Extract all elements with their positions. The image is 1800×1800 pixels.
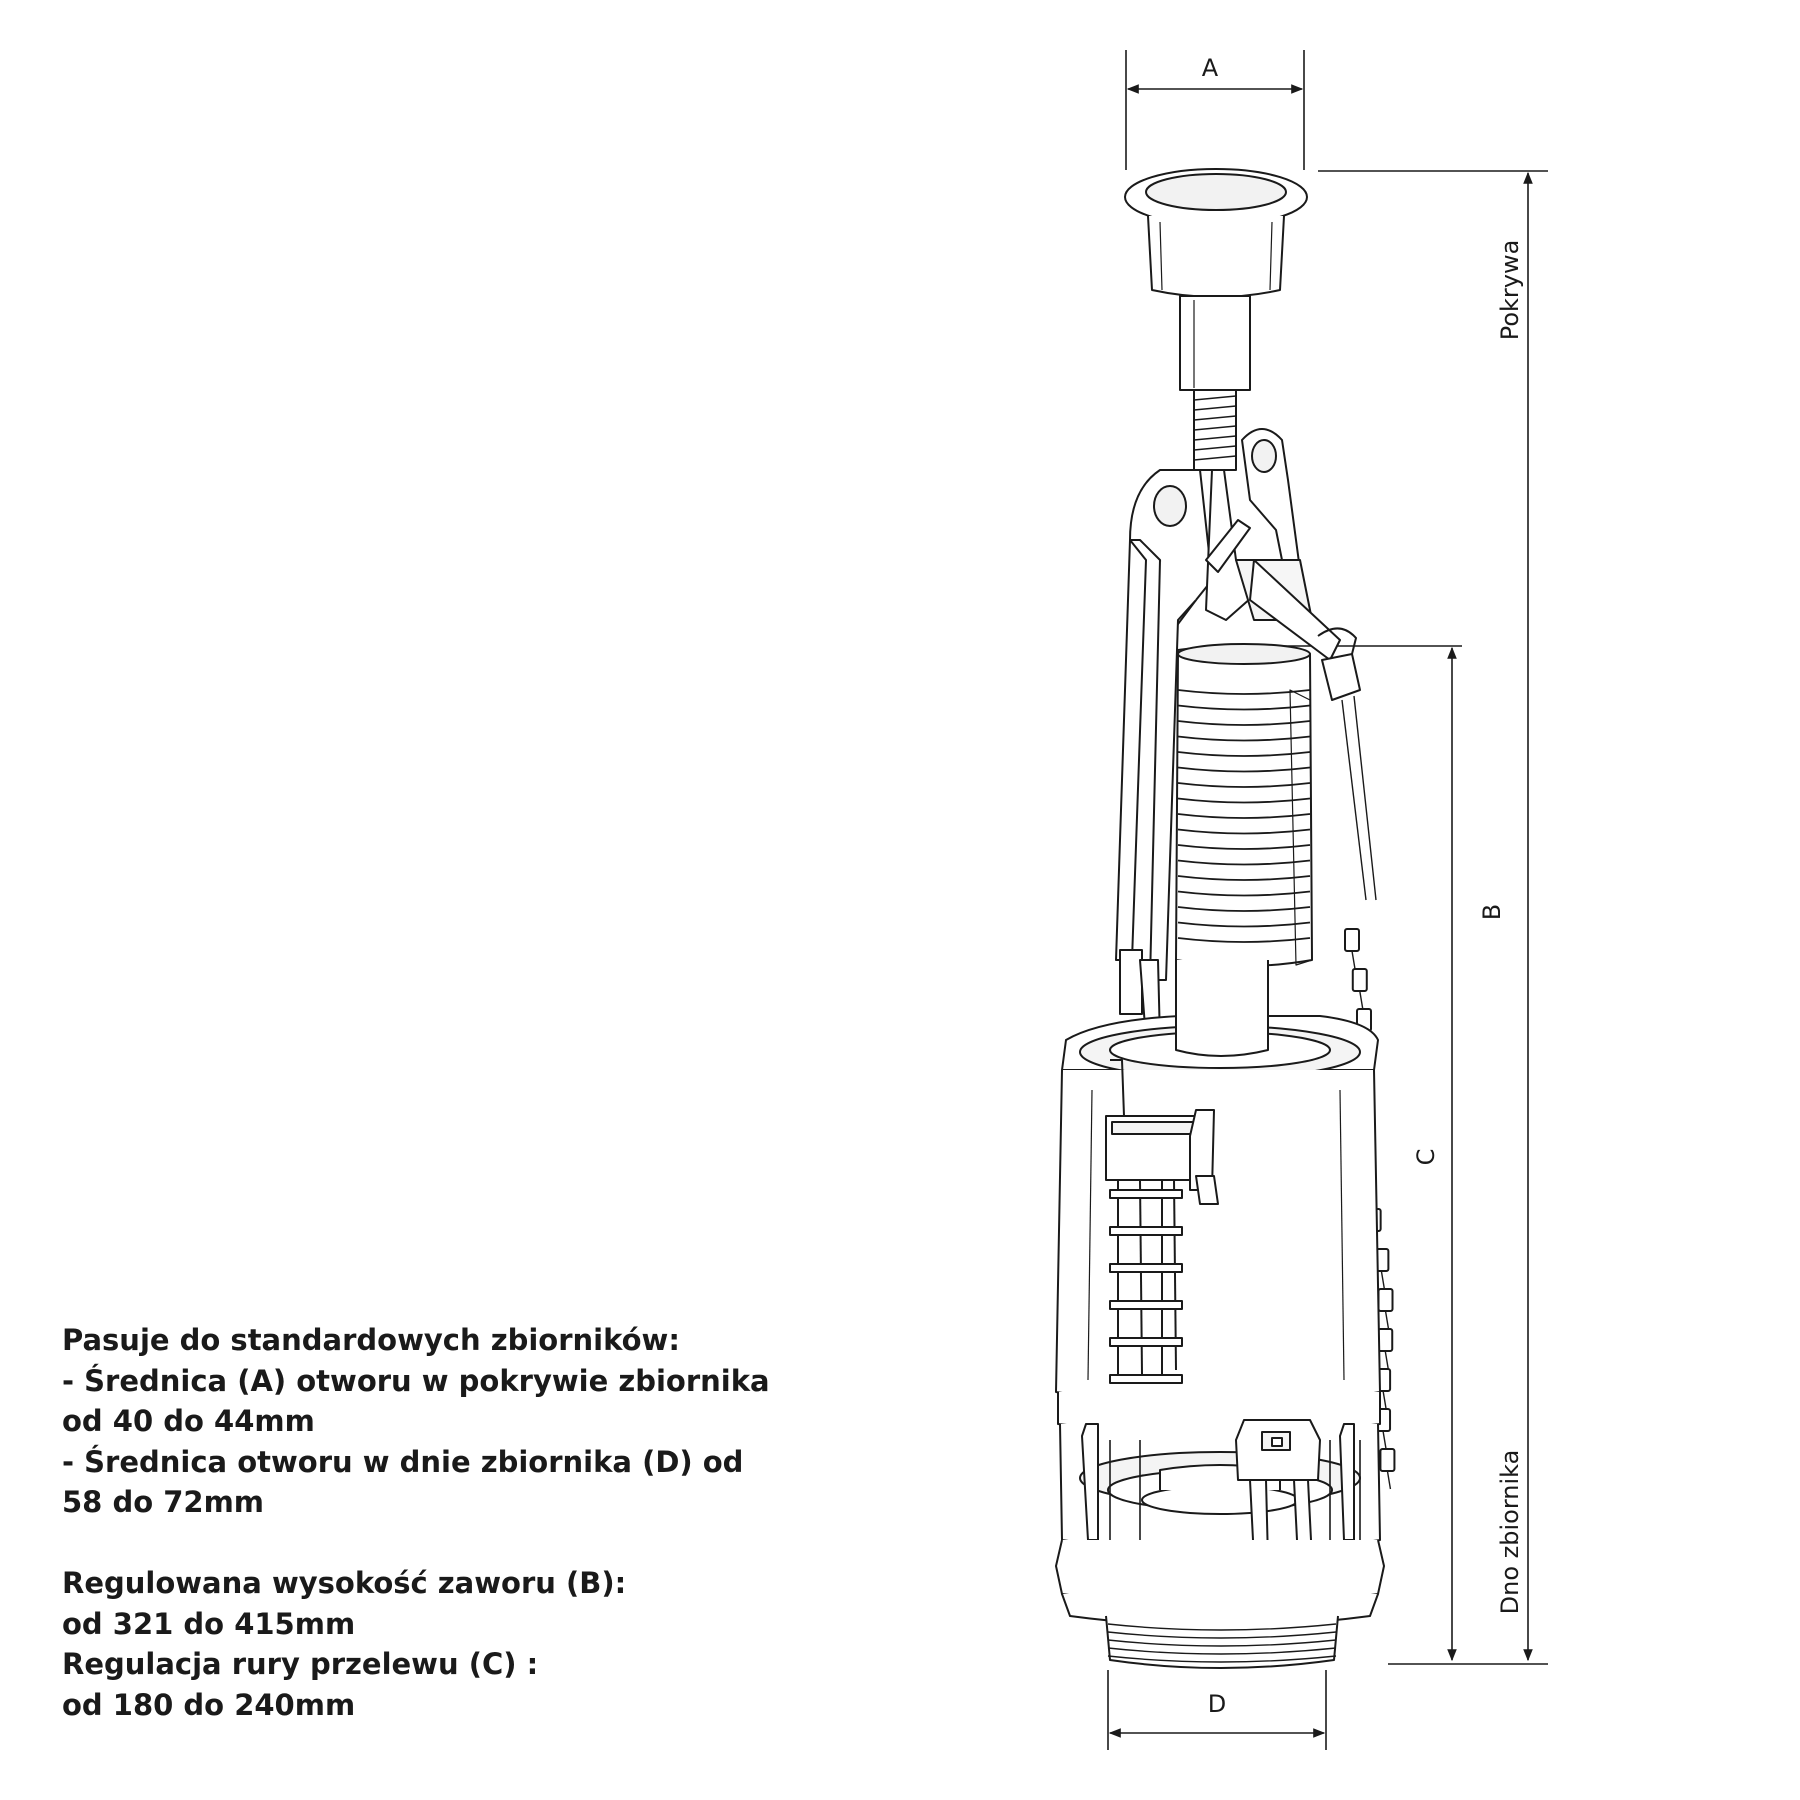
main-cylinder [1055,1069,1381,1407]
bell-rib [1177,720,1311,726]
thread-line [1107,1631,1337,1639]
upper-ring [1061,960,1379,1081]
guide-bar-left [1115,539,1161,1041]
lower-cage [1057,1392,1381,1561]
dimension-tank-bottom-label: Dno zbiornika [1496,1450,1524,1615]
chain-connector [1380,1270,1386,1290]
bell-rib [1177,859,1311,866]
chain-link [1377,1328,1394,1352]
ladder-rung [1109,1263,1183,1273]
spec-hole-a-line2: od 40 do 44mm [62,1404,315,1438]
ladder-rung [1109,1374,1183,1384]
dimension-cover-label: Pokrywa [1496,240,1524,341]
spec-overflow-c-range: od 180 do 240mm [62,1687,356,1722]
bell-rib [1177,797,1311,804]
chain-link [1379,1448,1396,1472]
bell-rib [1177,813,1311,819]
bell-rib [1177,735,1311,742]
ladder-rungs [1109,1189,1183,1384]
overflow-bell [1175,643,1313,967]
chain-link [1377,1288,1394,1312]
cage-ribs [1109,1440,1361,1548]
thread-line [1107,1623,1337,1631]
spec-height-b-range: od 321 do 415mm [62,1606,356,1641]
chain-connector [1384,1310,1390,1330]
bell-rib [1177,689,1311,695]
ladder-rung [1109,1337,1183,1347]
chain-connector [1382,1430,1387,1450]
spec-hole-a-line1: - Średnica (A) otworu w pokrywie zbiorni… [62,1363,770,1398]
bell-rib [1177,828,1311,835]
chain-link [1344,928,1360,952]
bell-rib [1177,890,1311,897]
spec-fit-heading: Pasuje do standardowych zbiorników: [62,1323,680,1357]
spec-height-b-label: Regulowana wysokość zaworu (B): [62,1566,627,1600]
dimension-d-label: D [1208,1690,1226,1718]
dimension-cover-height [1318,170,1548,1662]
dimension-a [1125,50,1305,170]
dimension-a-label: A [1202,54,1219,82]
actuator-rod [1179,295,1251,471]
dimension-b-label: B [1478,904,1506,920]
thread-line [1107,1655,1337,1663]
spec-hole-d-line1: - Średnica otworu w dnie zbiornika (D) o… [62,1444,744,1479]
thread-line [1107,1647,1337,1655]
spec-hole-d-line2: 58 do 72mm [62,1485,265,1519]
spec-overflow-c-label: Regulacja rury przelewu (C) : [62,1647,539,1681]
chain-connector [1382,1390,1387,1410]
bell-rib [1177,844,1311,850]
chain-link [1351,968,1368,992]
push-button [1124,168,1308,298]
chain-connector [1359,990,1364,1010]
ladder-rung [1109,1226,1183,1236]
specification-text: Pasuje do standardowych zbiorników: - Śr… [62,1320,782,1725]
lever-frame [1129,428,1341,981]
dimension-c-label: C [1412,1149,1440,1166]
bell-rib [1177,766,1311,773]
ladder-rung [1109,1300,1183,1310]
chain-connector [1384,1350,1389,1370]
dimension-d [1107,1670,1327,1750]
bell-rib [1177,751,1311,757]
ladder-rung [1109,1189,1183,1199]
spec-spacer [62,1523,782,1564]
valve-body [1055,168,1396,1669]
chain-connector [1386,1470,1392,1490]
thread-lines [1107,1623,1337,1663]
bell-rib [1177,782,1311,788]
thread-line [1107,1639,1337,1647]
base-seal [1055,1539,1385,1669]
bell-rib [1177,875,1311,881]
chain-connector [1351,950,1356,970]
overflow-slider [1105,1059,1219,1384]
bell-rib [1177,704,1311,711]
